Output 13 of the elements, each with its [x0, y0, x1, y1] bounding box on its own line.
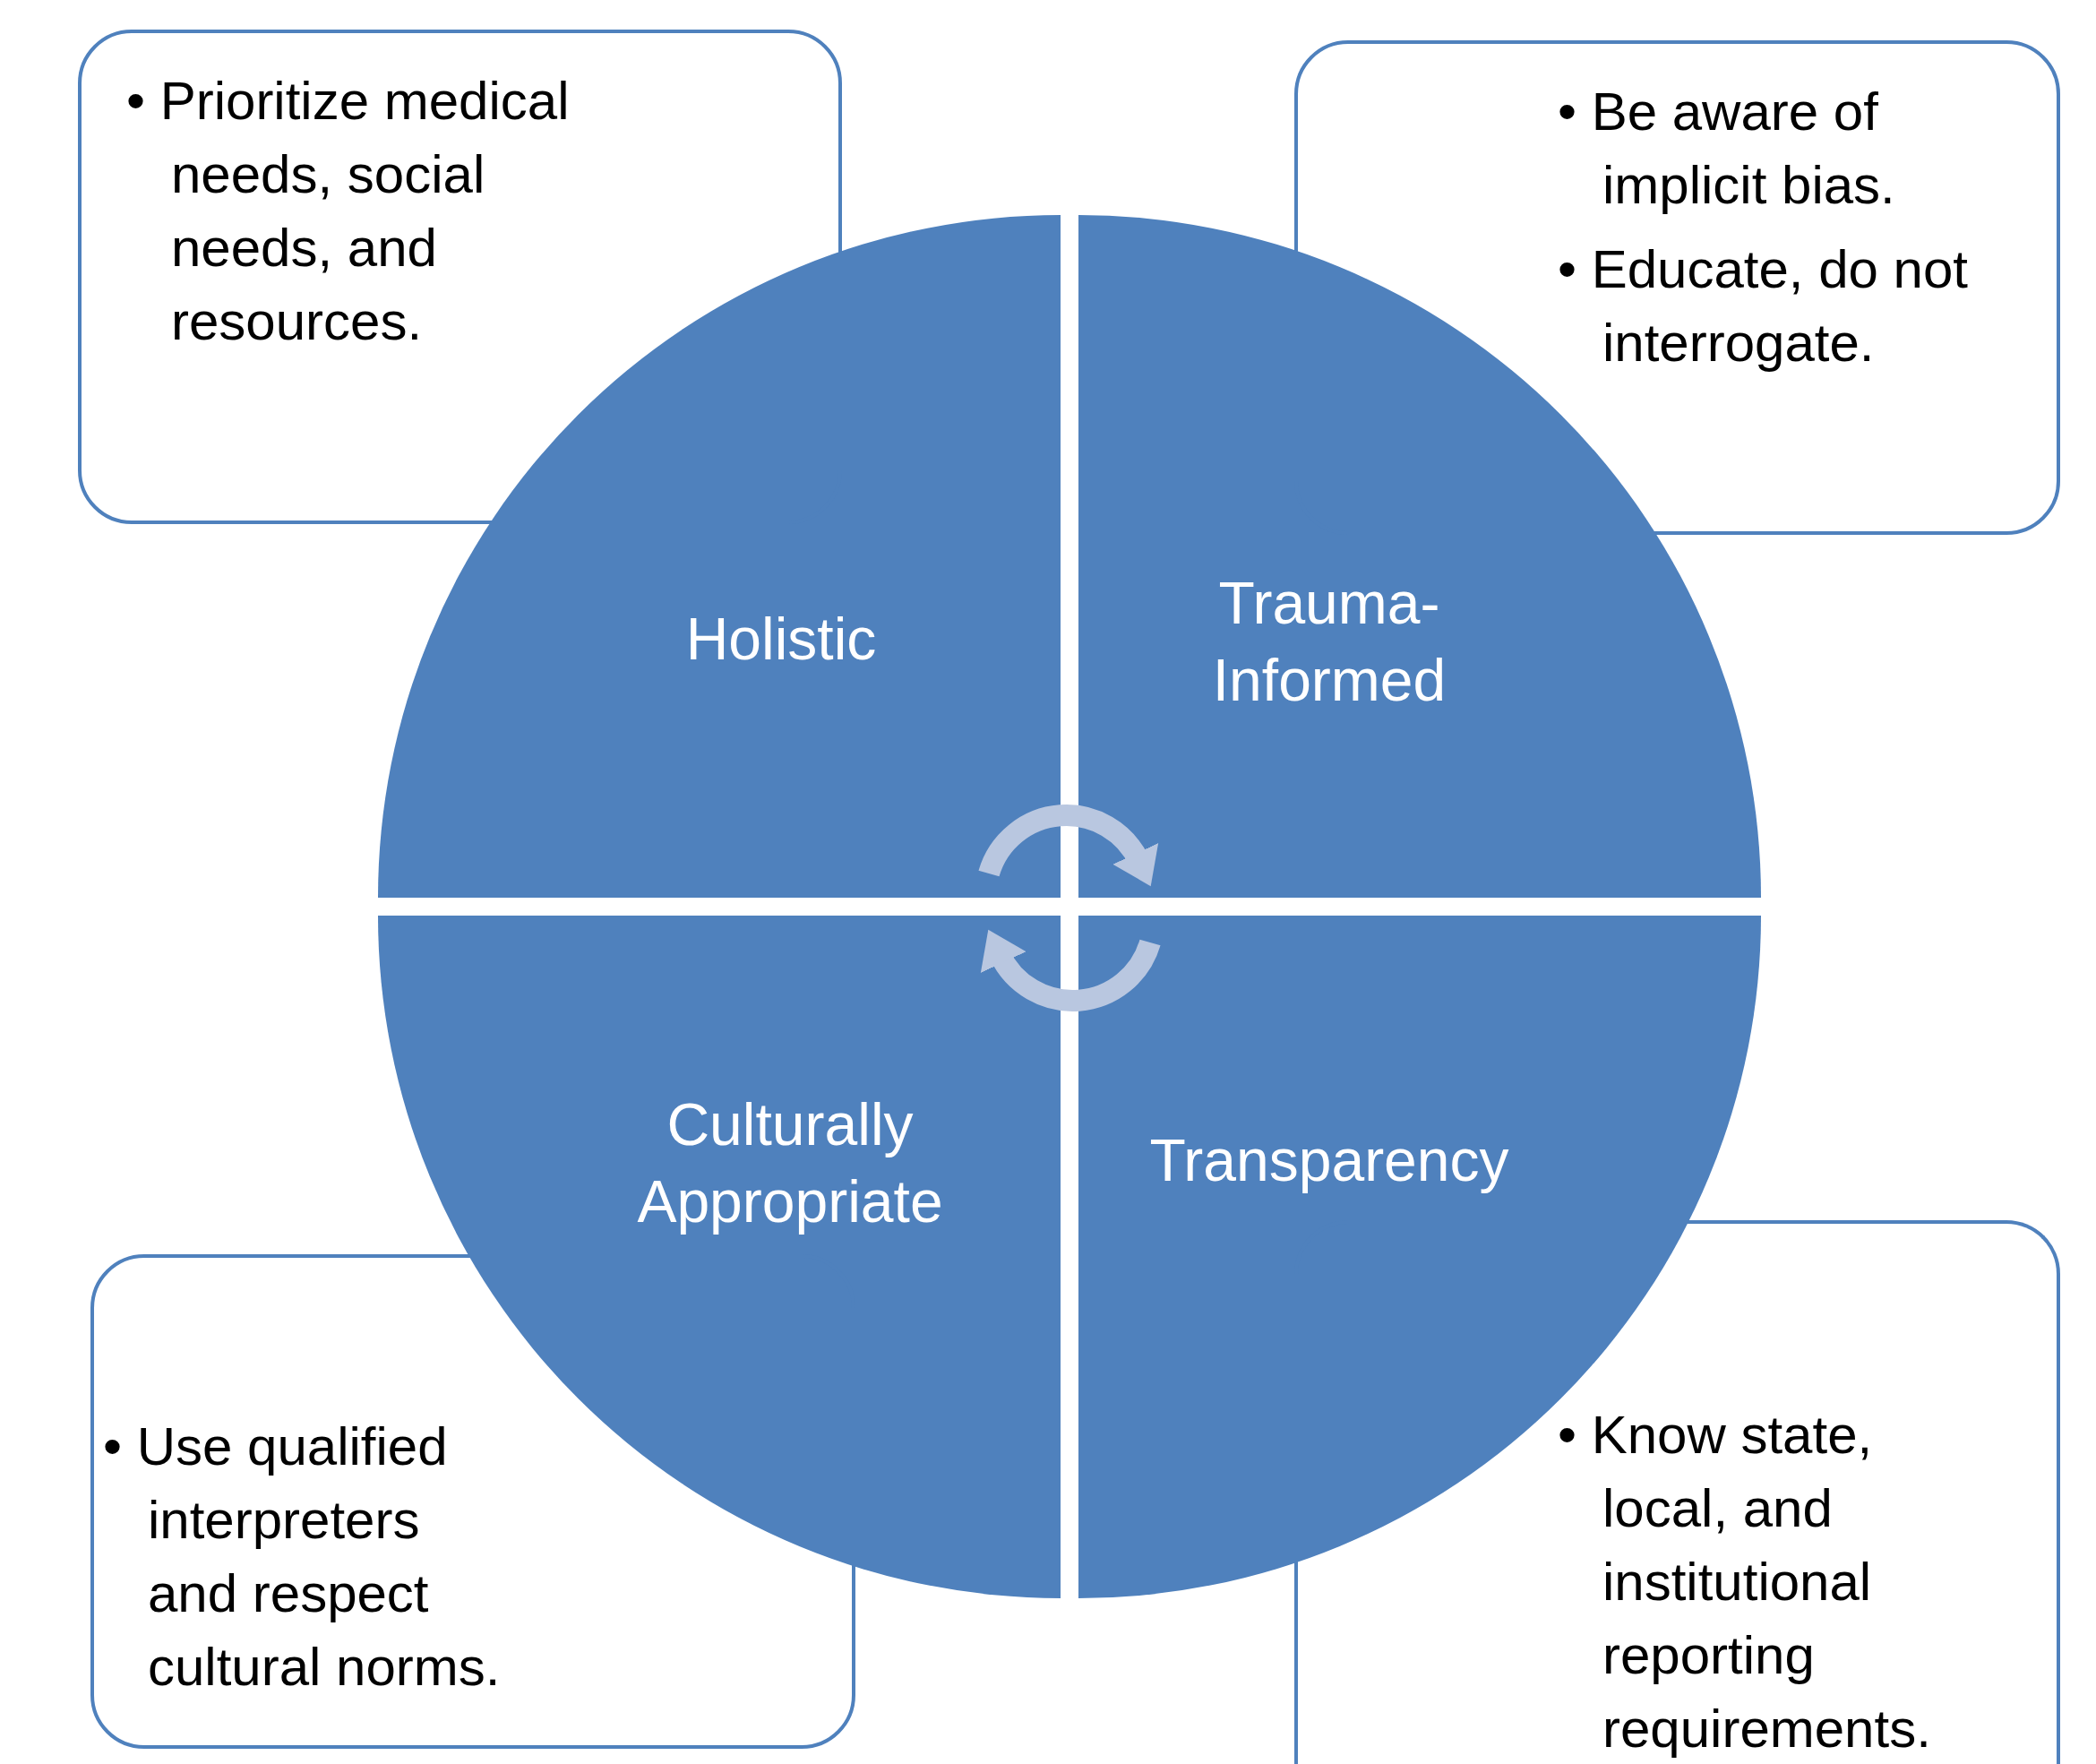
quadrant-label: Holistic [684, 605, 878, 674]
callout-box [1294, 1220, 2060, 1764]
bullet-text: • Be aware of implicit bias. [1558, 81, 1896, 217]
bullet-text: • Prioritize medical needs, social needs, and resources. [126, 70, 571, 353]
callout-box [90, 1254, 855, 1749]
bullet-text: • Use qualified interpreters and respect cultural norms. [103, 1416, 502, 1699]
quadrant-label: Transparency [1148, 1126, 1510, 1195]
bullet-text: • Educate, do not interrogate. [1558, 238, 1969, 374]
bullet-text: • Know state, local, and institutional reporting requirements. [1558, 1404, 1932, 1760]
quadrant-label: Culturally Appropriate [636, 1090, 944, 1236]
callout-box [1294, 40, 2060, 535]
quadrant-label: Trauma-Informed [1211, 569, 1447, 715]
callout-box [78, 30, 842, 524]
